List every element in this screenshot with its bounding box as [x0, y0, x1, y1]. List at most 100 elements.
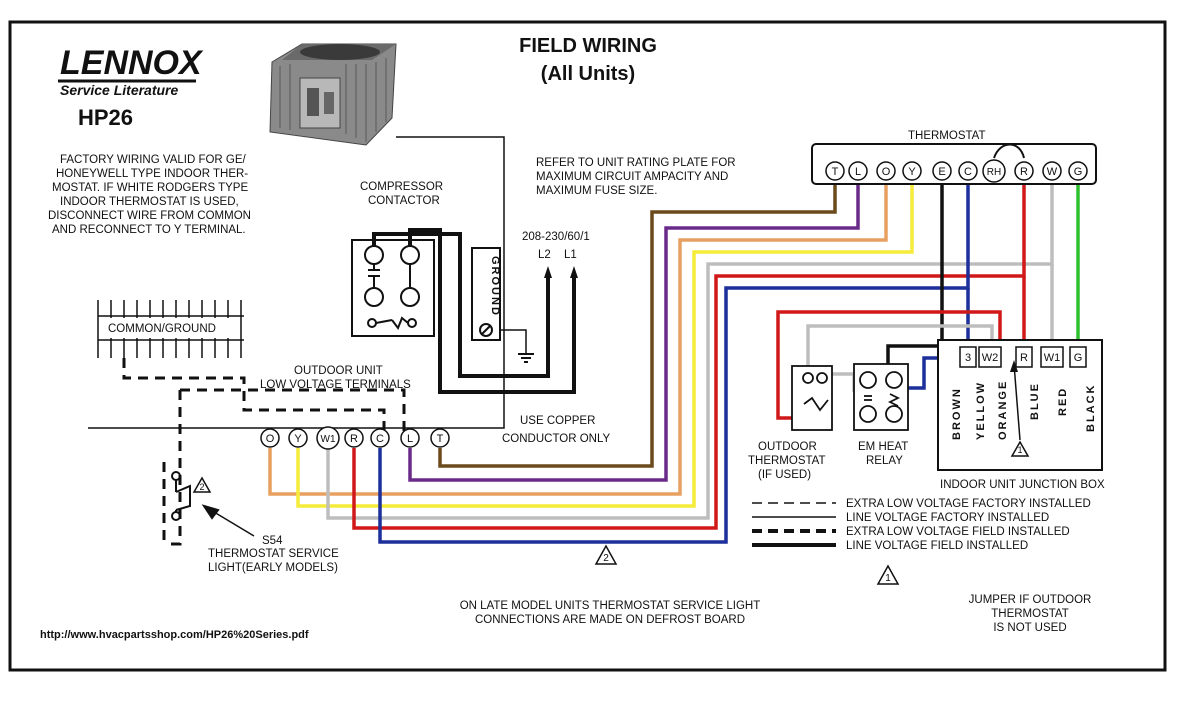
svg-text:MOSTAT. IF WHITE RODGERS TYPE: MOSTAT. IF WHITE RODGERS TYPE [52, 182, 248, 194]
svg-text:INDOOR THERMOSTAT IS USED,: INDOOR THERMOSTAT IS USED, [60, 196, 239, 208]
wire-orange [268, 182, 888, 496]
note-marker-1: 1 [876, 564, 900, 585]
svg-text:GROUND: GROUND [489, 256, 501, 317]
legend-label: EXTRA LOW VOLTAGE FIELD INSTALLED [846, 526, 1070, 538]
indoor-terminal-w1: W1 [1040, 346, 1064, 368]
svg-text:T: T [832, 166, 839, 178]
power-supply-label: 208-230/60/1 [522, 231, 590, 243]
indoor-terminal-w2: W2 [978, 346, 1002, 368]
svg-text:RED: RED [1057, 387, 1069, 416]
svg-text:BLACK: BLACK [1085, 384, 1097, 433]
wire-black-e [886, 182, 944, 370]
svg-text:THERMOSTAT SERVICE: THERMOSTAT SERVICE [208, 548, 339, 560]
outdoor-terminal-y: Y [288, 428, 308, 448]
legend-label: LINE VOLTAGE FIELD INSTALLED [846, 540, 1028, 552]
svg-text:C: C [376, 433, 384, 445]
outdoor-unit-label: OUTDOOR UNIT [294, 365, 383, 377]
svg-text:HONEYWELL TYPE INDOOR THER-: HONEYWELL TYPE INDOOR THER- [56, 168, 248, 180]
rating-plate-note: REFER TO UNIT RATING PLATE FOR MAXIMUM C… [536, 157, 736, 197]
wire-yellow [296, 182, 914, 508]
svg-text:3: 3 [965, 352, 971, 364]
thermostat-terminal-rh: RH [982, 159, 1006, 183]
legend-label: EXTRA LOW VOLTAGE FACTORY INSTALLED [846, 498, 1091, 510]
thermostat-terminal-w: W [1042, 161, 1062, 181]
service-literature-label: Service Literature [60, 82, 178, 98]
thermostat-terminal-c: C [958, 161, 978, 181]
svg-text:Y: Y [294, 433, 302, 445]
s54-label: S54 [262, 535, 283, 547]
em-heat-relay-label: EM HEAT [858, 441, 908, 453]
svg-text:MAXIMUM CIRCUIT AMPACITY: MAXIMUM CIRCUIT AMPACITY AND [536, 171, 728, 183]
svg-text:W: W [1047, 166, 1058, 178]
svg-text:CONDUCTOR ONLY: CONDUCTOR ONLY [502, 433, 611, 445]
page-title: FIELD WIRING [519, 35, 657, 57]
svg-text:T: T [437, 433, 444, 445]
svg-text:W1: W1 [1044, 352, 1061, 364]
svg-text:C: C [964, 166, 972, 178]
outdoor-terminal-l: L [400, 428, 420, 448]
outdoor-terminal-t: T [430, 428, 450, 448]
wire-gray-odt [806, 324, 994, 374]
legend-label: LINE VOLTAGE FACTORY INSTALLED [846, 512, 1049, 524]
svg-text:AND RECONNECT TO Y TERMINAL.: AND RECONNECT TO Y TERMINAL. [52, 224, 246, 236]
svg-text:ORANGE: ORANGE [997, 380, 1009, 440]
l2-label: L2 [538, 249, 551, 261]
svg-text:2: 2 [199, 482, 204, 492]
svg-text:W2: W2 [982, 352, 999, 364]
svg-text:BROWN: BROWN [951, 387, 963, 440]
svg-text:R: R [1020, 352, 1028, 364]
outdoor-terminal-w1: W1 [316, 426, 340, 450]
svg-text:W1: W1 [321, 434, 336, 445]
svg-text:RH: RH [987, 167, 1001, 178]
svg-text:(IF USED): (IF USED) [758, 469, 811, 481]
jumper-marker-1: 1 [1010, 360, 1030, 457]
svg-text:L: L [855, 166, 861, 178]
svg-text:FACTORY WIRING VALID FOR GE/: FACTORY WIRING VALID FOR GE/ [60, 154, 247, 166]
thermostat-terminal-y: Y [902, 161, 922, 181]
svg-text:L: L [407, 433, 413, 445]
wire-red [352, 182, 1026, 530]
svg-text:1: 1 [1017, 445, 1022, 455]
jumper-note: JUMPER IF OUTDOOR [969, 594, 1092, 606]
indoor-terminal-g: G [1069, 346, 1087, 368]
wire-brown [438, 182, 837, 468]
source-url: http://www.hvacpartsshop.com/HP26%20Seri… [40, 629, 309, 641]
svg-text:E: E [938, 166, 945, 178]
svg-text:O: O [266, 433, 275, 445]
compressor-contactor-label: COMPRESSOR [360, 181, 443, 193]
svg-text:G: G [1074, 352, 1083, 364]
indoor-wire-colors: BROWN YELLOW ORANGE BLUE RED BLACK [951, 380, 1097, 440]
svg-text:LIGHT(EARLY MODELS): LIGHT(EARLY MODELS) [208, 562, 338, 574]
svg-text:RELAY: RELAY [866, 455, 903, 467]
note-marker-2: 2 [594, 544, 618, 565]
indoor-terminal-r: R [1015, 346, 1033, 368]
l1-label: L1 [564, 249, 577, 261]
lennox-logo: LENNOX [58, 44, 204, 83]
page-border [8, 20, 1167, 672]
svg-text:REFER TO UNIT RATING PLATE: REFER TO UNIT RATING PLATE FOR [536, 157, 736, 169]
note-marker-2-s54: 2 [192, 476, 212, 493]
factory-wiring-note: FACTORY WIRING VALID FOR GE/ HONEYWELL T… [48, 154, 251, 236]
svg-text:BLUE: BLUE [1029, 382, 1041, 420]
line-voltage-wiring [88, 136, 578, 429]
thermostat-terminal-o: O [876, 161, 896, 181]
common-ground-strip [97, 300, 244, 358]
outdoor-thermostat [791, 365, 833, 431]
svg-text:YELLOW: YELLOW [975, 381, 987, 440]
thermostat-terminal-e: E [932, 161, 952, 181]
wire-gray [326, 182, 1054, 520]
svg-text:IS NOT USED: IS NOT USED [993, 622, 1066, 634]
wire-blue [378, 182, 970, 544]
brand-logo-text: LENNOX [60, 44, 204, 82]
svg-text:THERMOSTAT: THERMOSTAT [748, 455, 826, 467]
legend [752, 502, 836, 547]
svg-text:CONNECTIONS ARE MADE ON DEFROS: CONNECTIONS ARE MADE ON DEFROST BOARD [475, 614, 745, 626]
model-number: HP26 [78, 105, 133, 130]
svg-text:G: G [1074, 166, 1083, 178]
thermostat-terminal-t: T [825, 161, 845, 181]
outdoor-terminal-r: R [344, 428, 364, 448]
svg-text:CONTACTOR: CONTACTOR [368, 195, 440, 207]
